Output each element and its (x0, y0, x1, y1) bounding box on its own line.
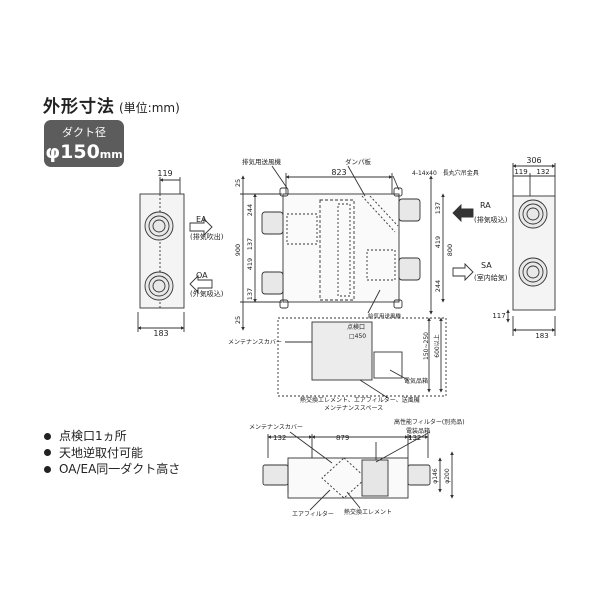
callout-label: 高性能フィルター(別売品) (394, 418, 465, 426)
dim-label: 132 (273, 434, 286, 442)
callout-label: 電装品箱 (406, 427, 430, 435)
callout-label: 熱交換エレメント (344, 508, 392, 516)
bullet-icon (44, 449, 51, 457)
dim-label: 137 (434, 202, 442, 214)
dim-label: 900 (234, 244, 242, 256)
dim-label: 183 (535, 332, 548, 340)
right-side-view (452, 163, 556, 336)
callout-label: 給気用送風機 (368, 312, 402, 320)
port-label: (室内給気) (474, 273, 508, 282)
dim-label: 119 (514, 168, 527, 176)
dim-label: 879 (336, 434, 349, 442)
dim-label: 137 (246, 288, 254, 300)
callout-label: 4-14x40 長丸穴吊金具 (412, 169, 479, 177)
dim-label: 823 (331, 168, 346, 177)
dim-label: 119 (157, 169, 172, 178)
dim-label: 800 (446, 244, 454, 256)
port-label: RA (480, 201, 491, 210)
dim-label: 117 (492, 312, 505, 320)
callout-label: 電気品箱 (404, 377, 428, 385)
feature-list: 点検口1ヵ所 天地逆取付可能 OA/EA同一ダクト高さ (44, 428, 180, 478)
left-side-view (137, 177, 213, 332)
feature-item: 点検口1ヵ所 (44, 428, 180, 445)
callout-label: 排気用送風機 (242, 157, 282, 166)
dim-label: 244 (434, 280, 442, 292)
badge-label: ダクト径 (62, 126, 106, 139)
dim-label: 137 (246, 238, 254, 250)
dim-label: 183 (153, 329, 168, 338)
dim-label: φ200 (444, 468, 451, 484)
callout-label: メンテナンスカバー (249, 424, 303, 431)
dim-label: 132 (408, 434, 421, 442)
port-label: (排気吸込) (474, 215, 508, 224)
front-view (262, 431, 454, 511)
dim-label: 25 (234, 316, 242, 324)
callout-label: 熱交換エレメント、エアフィルター、送風機 (300, 396, 420, 404)
feature-item: 天地逆取付可能 (44, 445, 180, 462)
callout-label: メンテナンスカバー (228, 339, 282, 346)
port-label: OA (196, 271, 208, 280)
page-title: 外形寸法(単位:mm) (43, 97, 180, 117)
callout-label: メンテナンススペース (324, 405, 383, 412)
callout-label: エアフィルター (292, 510, 334, 518)
bullet-icon (44, 465, 51, 473)
port-label: (外気吸込) (190, 289, 224, 298)
port-label: SA (481, 261, 492, 270)
dim-label: φ146 (432, 468, 439, 484)
unit-label: (単位:mm) (119, 101, 180, 115)
dim-label: 600以上 (433, 334, 441, 357)
dim-label: 244 (246, 204, 254, 216)
dim-label: 150~250 (423, 332, 430, 360)
dim-label: 419 (434, 236, 442, 248)
dim-label: 306 (526, 156, 541, 165)
dim-label: 25 (234, 179, 242, 187)
top-view (240, 165, 447, 399)
port-label: (排気吹出) (190, 232, 224, 241)
callout-label: ダンパ板 (345, 157, 372, 166)
duct-diameter-badge: ダクト径 φ150mm (44, 120, 124, 167)
callout-label: □450 (349, 333, 366, 340)
port-label: EA (196, 215, 207, 224)
dim-label: 419 (246, 258, 254, 270)
bullet-icon (44, 432, 51, 440)
dim-label: 132 (536, 168, 549, 176)
callout-label: 点検口 (347, 323, 365, 331)
feature-item: OA/EA同一ダクト高さ (44, 461, 180, 478)
badge-value: φ150mm (45, 141, 123, 163)
